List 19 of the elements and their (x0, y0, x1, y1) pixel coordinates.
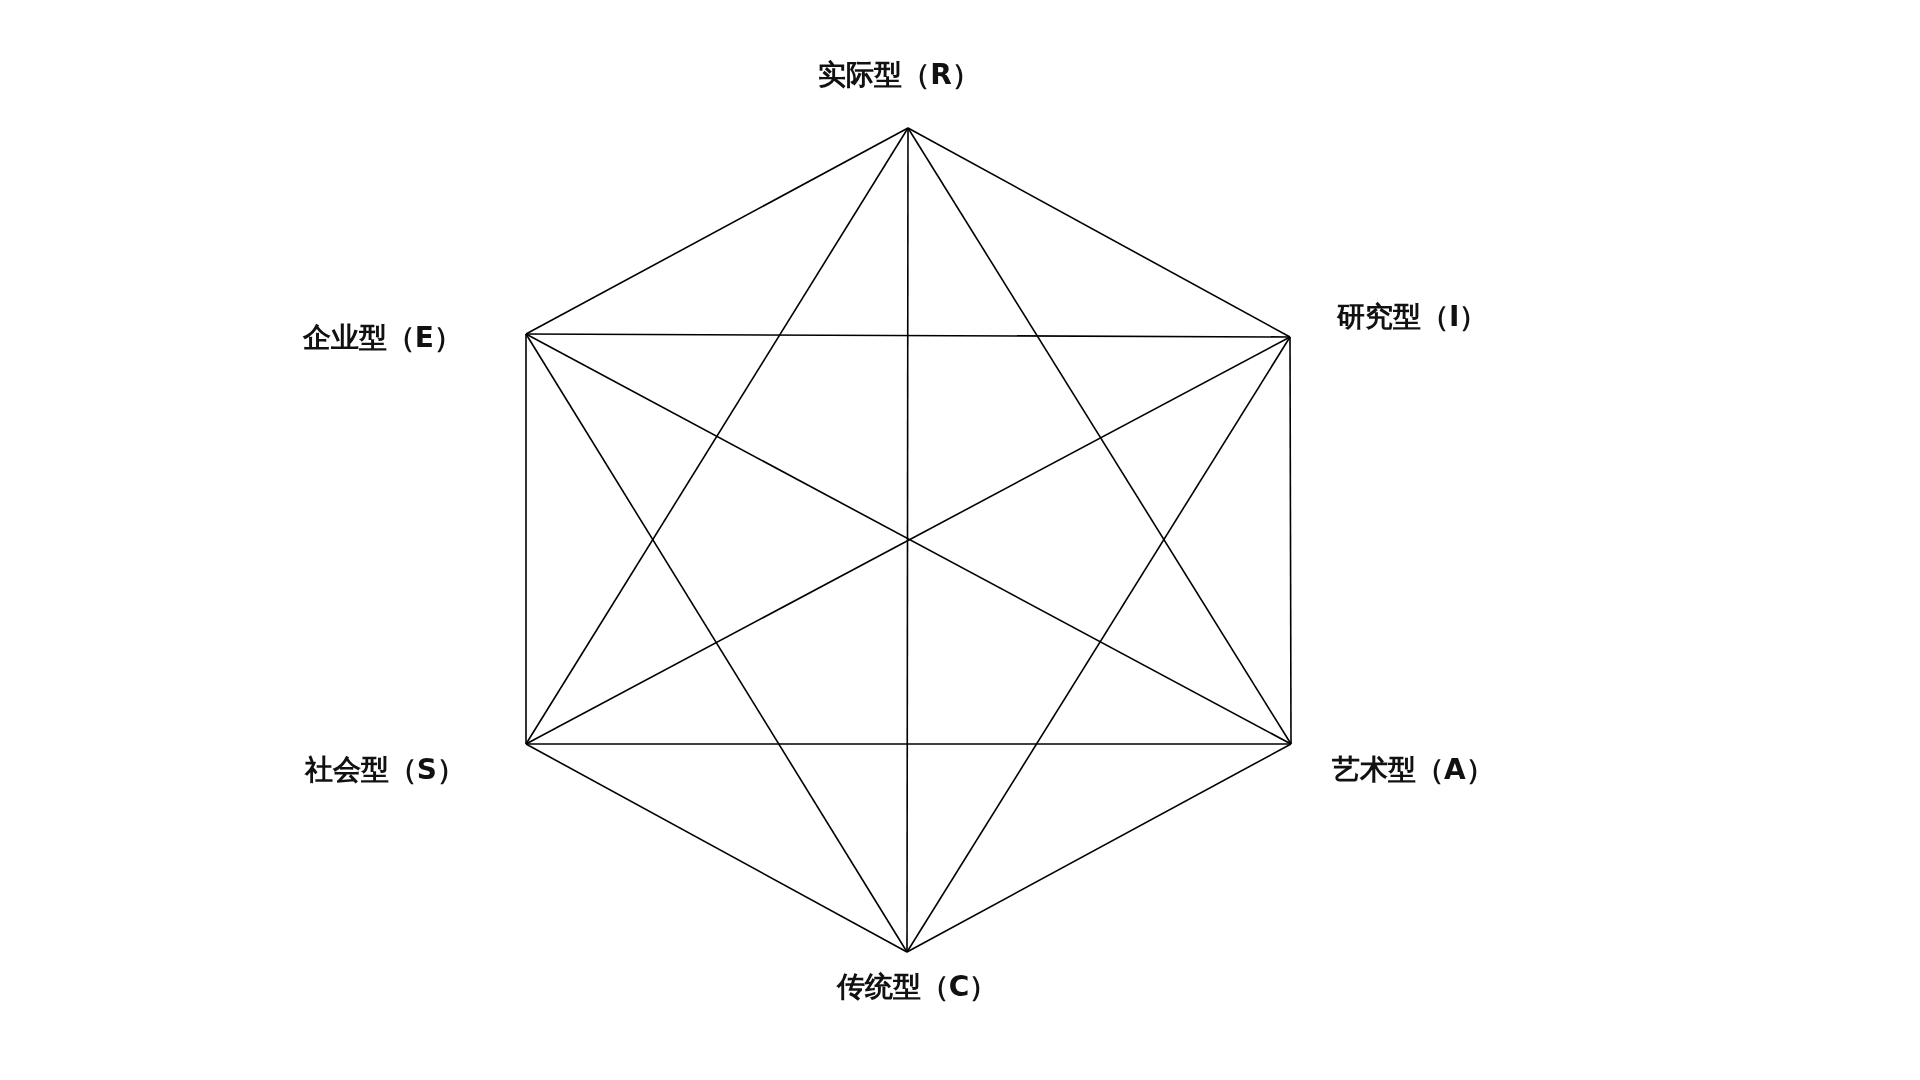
connecting-line (525, 743, 908, 953)
connecting-line (525, 333, 908, 953)
connecting-line (906, 743, 1292, 953)
connecting-line (525, 127, 909, 335)
connecting-line (906, 336, 1291, 953)
connecting-line (907, 127, 1292, 745)
type-label: 传统型（C） (836, 970, 998, 1004)
connecting-line (1289, 336, 1292, 745)
connecting-line (907, 127, 1291, 338)
connecting-line (906, 127, 909, 953)
connecting-line (525, 333, 527, 745)
connecting-line (525, 127, 909, 745)
type-label: 社会型（S） (304, 753, 465, 787)
connecting-line (525, 743, 1292, 745)
type-label: 企业型（E） (302, 321, 462, 355)
type-label: 艺术型（A） (1332, 753, 1494, 787)
type-label: 实际型（R） (818, 58, 980, 92)
connecting-line (525, 333, 1291, 338)
type-label: 研究型（I） (1337, 300, 1488, 334)
